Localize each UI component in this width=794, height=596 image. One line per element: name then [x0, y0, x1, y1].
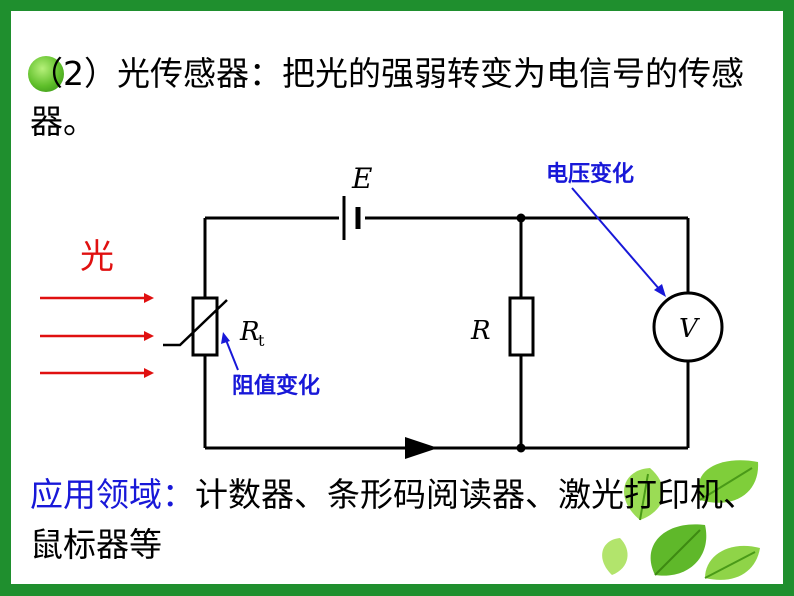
battery-symbol — [339, 196, 365, 240]
heading-text: 光传感器：把光的强弱转变为电信号的传感器。 — [30, 54, 744, 141]
application-section: 应用领域：计数器、条形码阅读器、激光打印机、鼠标器等 — [30, 470, 770, 570]
rt-label: R — [239, 317, 260, 347]
number-badge: （2） — [28, 50, 117, 98]
resistor-r — [508, 296, 535, 357]
resistance-note: 阻值变化 — [232, 373, 320, 399]
circuit-wires — [203, 216, 690, 450]
voltage-note: 电压变化 — [546, 161, 634, 187]
r-label: R — [470, 316, 491, 346]
photoresistor-rt — [163, 296, 228, 357]
light-rays — [40, 293, 154, 378]
rt-subscript: t — [258, 331, 265, 350]
junction-dot-bottom — [516, 443, 526, 453]
leaf-decoration-icon — [602, 460, 760, 580]
junction-dot-top — [516, 213, 526, 223]
heading-number: （2） — [30, 54, 117, 93]
application-label: 应用领域： — [30, 475, 195, 514]
battery-label: E — [351, 162, 372, 195]
light-label: 光 — [80, 237, 114, 277]
application-text: 计数器、条形码阅读器、激光打印机、鼠标器等 — [30, 475, 756, 564]
current-arrow-icon — [405, 437, 438, 459]
meter-label: V — [679, 314, 700, 344]
heading: （2）光传感器：把光的强弱转变为电信号的传感器。 — [28, 50, 770, 146]
voltmeter — [652, 291, 724, 363]
note-pointers — [221, 187, 666, 371]
